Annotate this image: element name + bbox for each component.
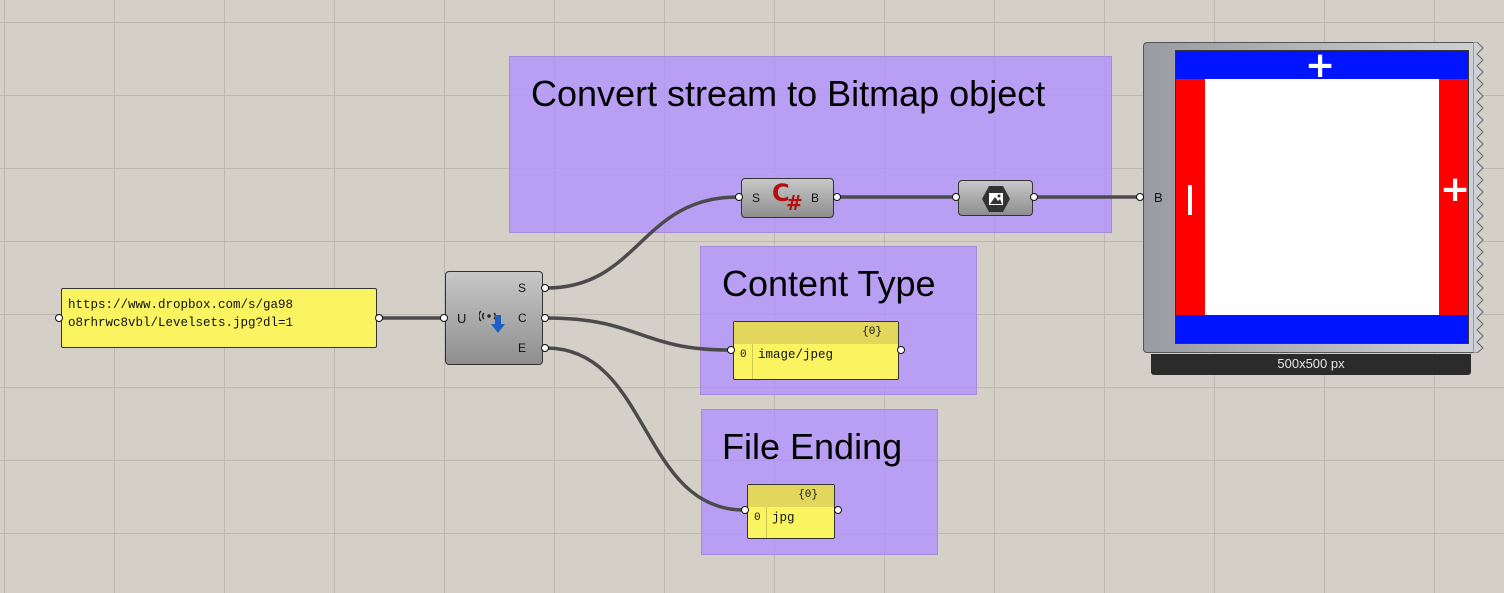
download-input-u: U	[457, 311, 467, 326]
content-type-panel[interactable]: {0} 0 image/jpeg	[733, 321, 899, 380]
url-panel-input-grip[interactable]	[55, 314, 63, 322]
url-line-1: https://www.dropbox.com/s/ga98	[68, 298, 294, 312]
download-output-e-grip[interactable]	[541, 344, 549, 352]
csharp-component[interactable]: S C # B	[741, 178, 834, 218]
bitmap-parameter[interactable]	[958, 180, 1033, 216]
image-icon	[980, 183, 1012, 220]
panel-branch-label: {0}	[798, 489, 818, 501]
download-component[interactable]: U S C E	[445, 271, 543, 365]
minus-symbol-bottom	[1309, 309, 1337, 313]
url-line-2: o8rhrwc8vbl/Levelsets.jpg?dl=1	[68, 316, 294, 330]
bar-symbol-left	[1188, 185, 1192, 215]
panel-item-index: 0	[740, 349, 747, 361]
viewer-input-b: B	[1154, 190, 1163, 205]
content-type-value: image/jpeg	[758, 348, 834, 362]
plus-symbol-right: +	[1440, 169, 1469, 210]
group-title: Content Type	[722, 263, 936, 304]
viewer-edge	[1473, 42, 1484, 353]
download-output-s: S	[518, 281, 527, 295]
group-title: Convert stream to Bitmap object	[531, 73, 1046, 114]
bitmap-input-grip[interactable]	[952, 193, 960, 201]
panel-branch-label: {0}	[862, 326, 882, 338]
blue-band-top	[1176, 51, 1468, 79]
plus-symbol-top: +	[1305, 50, 1336, 86]
viewer-input-grip[interactable]	[1136, 193, 1144, 201]
download-icon	[478, 305, 509, 340]
csharp-output-grip[interactable]	[833, 193, 841, 201]
red-band-right	[1439, 79, 1468, 315]
csharp-input-s: S	[752, 191, 761, 205]
group-title: File Ending	[722, 426, 903, 467]
file-ending-panel[interactable]: {0} 0 jpg	[747, 484, 835, 539]
image-viewer[interactable]: B + +	[1143, 42, 1484, 353]
url-panel-output-grip[interactable]	[375, 314, 383, 322]
panel-item-index: 0	[754, 512, 761, 524]
content-type-output-grip[interactable]	[897, 346, 905, 354]
download-output-e: E	[518, 341, 527, 355]
image-size-caption: 500x500 px	[1151, 354, 1471, 375]
csharp-icon: C #	[772, 179, 803, 215]
csharp-output-b: B	[811, 191, 820, 205]
bitmap-output-grip[interactable]	[1030, 193, 1038, 201]
url-panel[interactable]: https://www.dropbox.com/s/ga98 o8rhrwc8v…	[61, 288, 377, 348]
download-output-c-grip[interactable]	[541, 314, 549, 322]
file-ending-output-grip[interactable]	[834, 506, 842, 514]
file-ending-input-grip[interactable]	[741, 506, 749, 514]
download-output-c: C	[518, 311, 527, 325]
csharp-input-grip[interactable]	[735, 193, 743, 201]
download-output-s-grip[interactable]	[541, 284, 549, 292]
blue-band-bottom	[1176, 315, 1468, 343]
viewer-image: + +	[1175, 50, 1469, 344]
content-type-input-grip[interactable]	[727, 346, 735, 354]
file-ending-value: jpg	[772, 511, 795, 525]
download-input-grip[interactable]	[440, 314, 448, 322]
group-content-type[interactable]: Content Type	[700, 246, 977, 395]
